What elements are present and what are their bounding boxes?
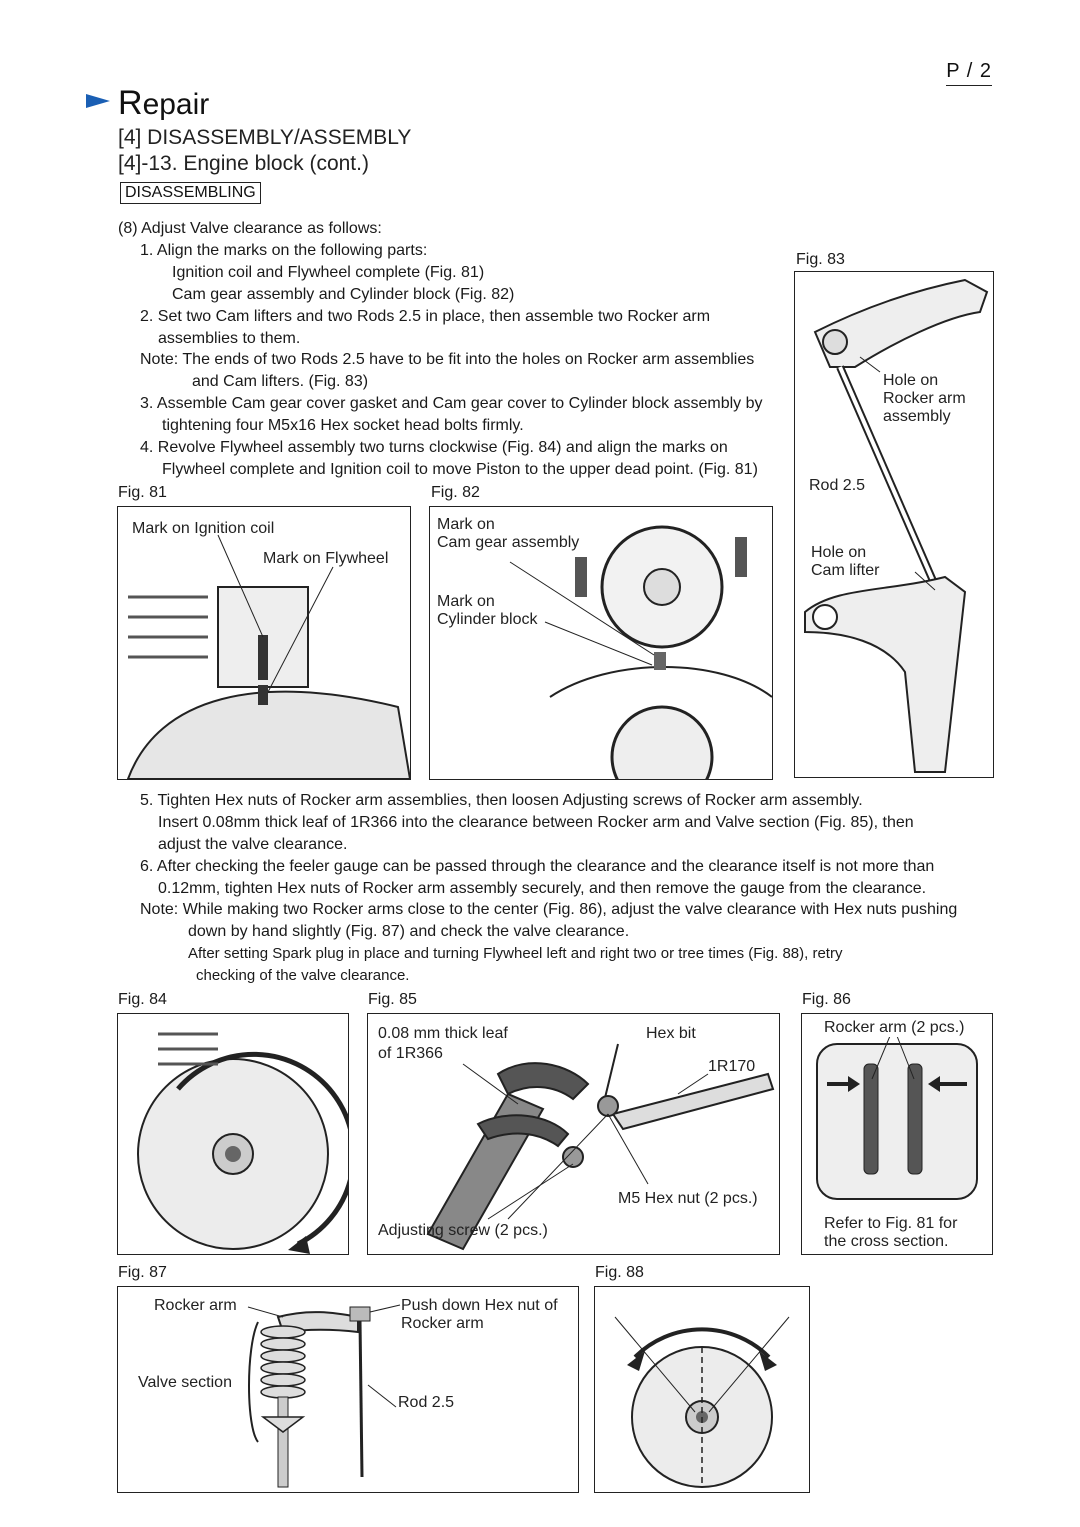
step-1: 1. Align the marks on the following part… [140,242,428,259]
rocker-arms-center-illustration [816,1035,978,1200]
cam-gear-cylinder-block-illustration [509,525,772,779]
fig82-label-cylinder-block: Cylinder block [437,611,538,628]
fig83-caption: Fig. 83 [796,251,845,268]
fig86-label-cross-section: the cross section. [824,1233,949,1250]
step-4a: 4. Revolve Flywheel assembly two turns c… [140,439,728,456]
step-4b: Flywheel complete and Ignition coil to m… [162,461,758,478]
step-3b: tightening four M5x16 Hex socket head bo… [162,417,524,434]
rocker-rod-lifter-illustration [804,278,989,773]
step-5c: adjust the valve clearance. [158,836,348,853]
step-2b: assemblies to them. [158,330,301,347]
fig85-label-hex-nut: M5 Hex nut (2 pcs.) [618,1189,758,1208]
fig82-label-mark-on-1: Mark on [437,516,495,533]
fig87-label-push-down: Push down Hex nut of [401,1296,558,1315]
note-2c: After setting Spark plug in place and tu… [188,945,843,962]
step-8: (8) Adjust Valve clearance as follows: [118,220,382,237]
subsection-title: [4]-13. Engine block (cont.) [118,152,369,175]
fig81-label-ignition-coil: Mark on Ignition coil [132,520,275,537]
fig88-box [594,1286,810,1493]
fig83-label-hole-rocker: Hole on [883,372,939,389]
fig85-label-1r170: 1R170 [708,1058,756,1075]
note-1b: and Cam lifters. (Fig. 83) [192,373,369,390]
disassembling-tag: DISASSEMBLING [120,182,261,204]
flywheel-clockwise-illustration [137,1032,348,1254]
fig85-label-adjusting-screw: Adjusting screw (2 pcs.) [378,1222,548,1239]
chapter-title: [4] DISASSEMBLY/ASSEMBLY [118,126,412,149]
fig83-label-assembly: assembly [883,408,951,425]
fig85-label-leaf: 0.08 mm thick leaf [378,1025,508,1042]
fig82-label-mark-on-2: Mark on [437,593,495,610]
fig86-label-refer: Refer to Fig. 81 for [824,1215,958,1232]
fig87-label-rod: Rod 2.5 [398,1394,455,1411]
fig87-box: Rocker arm Push down Hex nut of Rocker a… [117,1286,579,1493]
step-5b: Insert 0.08mm thick leaf of 1R366 into t… [158,814,914,831]
step-6a: 6. After checking the feeler gauge can b… [140,858,935,875]
section-arrow-icon [86,94,110,108]
fig83-label-rod: Rod 2.5 [809,476,866,495]
fig85-box: 0.08 mm thick leaf of 1R366 Hex bit 1R17… [367,1013,780,1255]
fig83-box: Hole on Rocker arm assembly Rod 2.5 Hole… [794,271,994,778]
fig81-label-flywheel: Mark on Flywheel [263,550,389,567]
page-number: P / 2 [946,60,992,86]
fig85-label-hex-bit: Hex bit [646,1025,696,1042]
fig83-label-hole-cam: Hole on [811,544,867,561]
fig86-caption: Fig. 86 [802,991,851,1008]
section-title: Repair [118,84,210,122]
fig82-caption: Fig. 82 [431,484,480,501]
fig87-label-rocker-arm-2: Rocker arm [401,1315,484,1332]
fig84-caption: Fig. 84 [118,991,167,1008]
fig83-label-rocker-arm: Rocker arm [883,390,966,407]
fig82-label-cam-gear: Cam gear assembly [437,534,580,551]
note-1a: Note: The ends of two Rods 2.5 have to b… [140,351,755,368]
step-3a: 3. Assemble Cam gear cover gasket and Ca… [140,395,763,412]
fig81-caption: Fig. 81 [118,484,167,501]
fig87-label-valve-section: Valve section [138,1374,232,1391]
step-5a: 5. Tighten Hex nuts of Rocker arm assemb… [140,792,863,809]
fig86-box: Rocker arm (2 pcs.) Refer to Fig. 81 for… [801,1013,993,1255]
fig88-caption: Fig. 88 [595,1264,644,1281]
fig86-label-rocker-arms: Rocker arm (2 pcs.) [824,1018,965,1037]
fig87-label-rocker-arm: Rocker arm [154,1297,237,1314]
fig84-box [117,1013,349,1255]
step-6b: 0.12mm, tighten Hex nuts of Rocker arm a… [158,880,927,897]
fig87-caption: Fig. 87 [118,1264,167,1281]
step-2a: 2. Set two Cam lifters and two Rods 2.5 … [140,308,711,325]
fig83-label-cam-lifter: Cam lifter [811,562,880,579]
step-1b: Cam gear assembly and Cylinder block (Fi… [172,286,515,303]
fig85-caption: Fig. 85 [368,991,417,1008]
note-2b: down by hand slightly (Fig. 87) and chec… [188,923,630,940]
note-2d: checking of the valve clearance. [196,967,410,984]
fig82-box: Mark on Cam gear assembly Mark on Cylind… [429,506,773,780]
fig85-label-1r366: of 1R366 [378,1045,443,1062]
fig81-box: Mark on Ignition coil Mark on Flywheel [117,506,411,780]
note-2a: Note: While making two Rocker arms close… [140,901,958,918]
feeler-gauge-hex-bit-illustration [426,1043,775,1251]
flywheel-rotate-illustration [614,1316,790,1488]
ignition-coil-flywheel-illustration [126,534,410,779]
push-hex-nut-illustration [247,1304,401,1488]
step-1a: Ignition coil and Flywheel complete (Fig… [172,264,485,281]
